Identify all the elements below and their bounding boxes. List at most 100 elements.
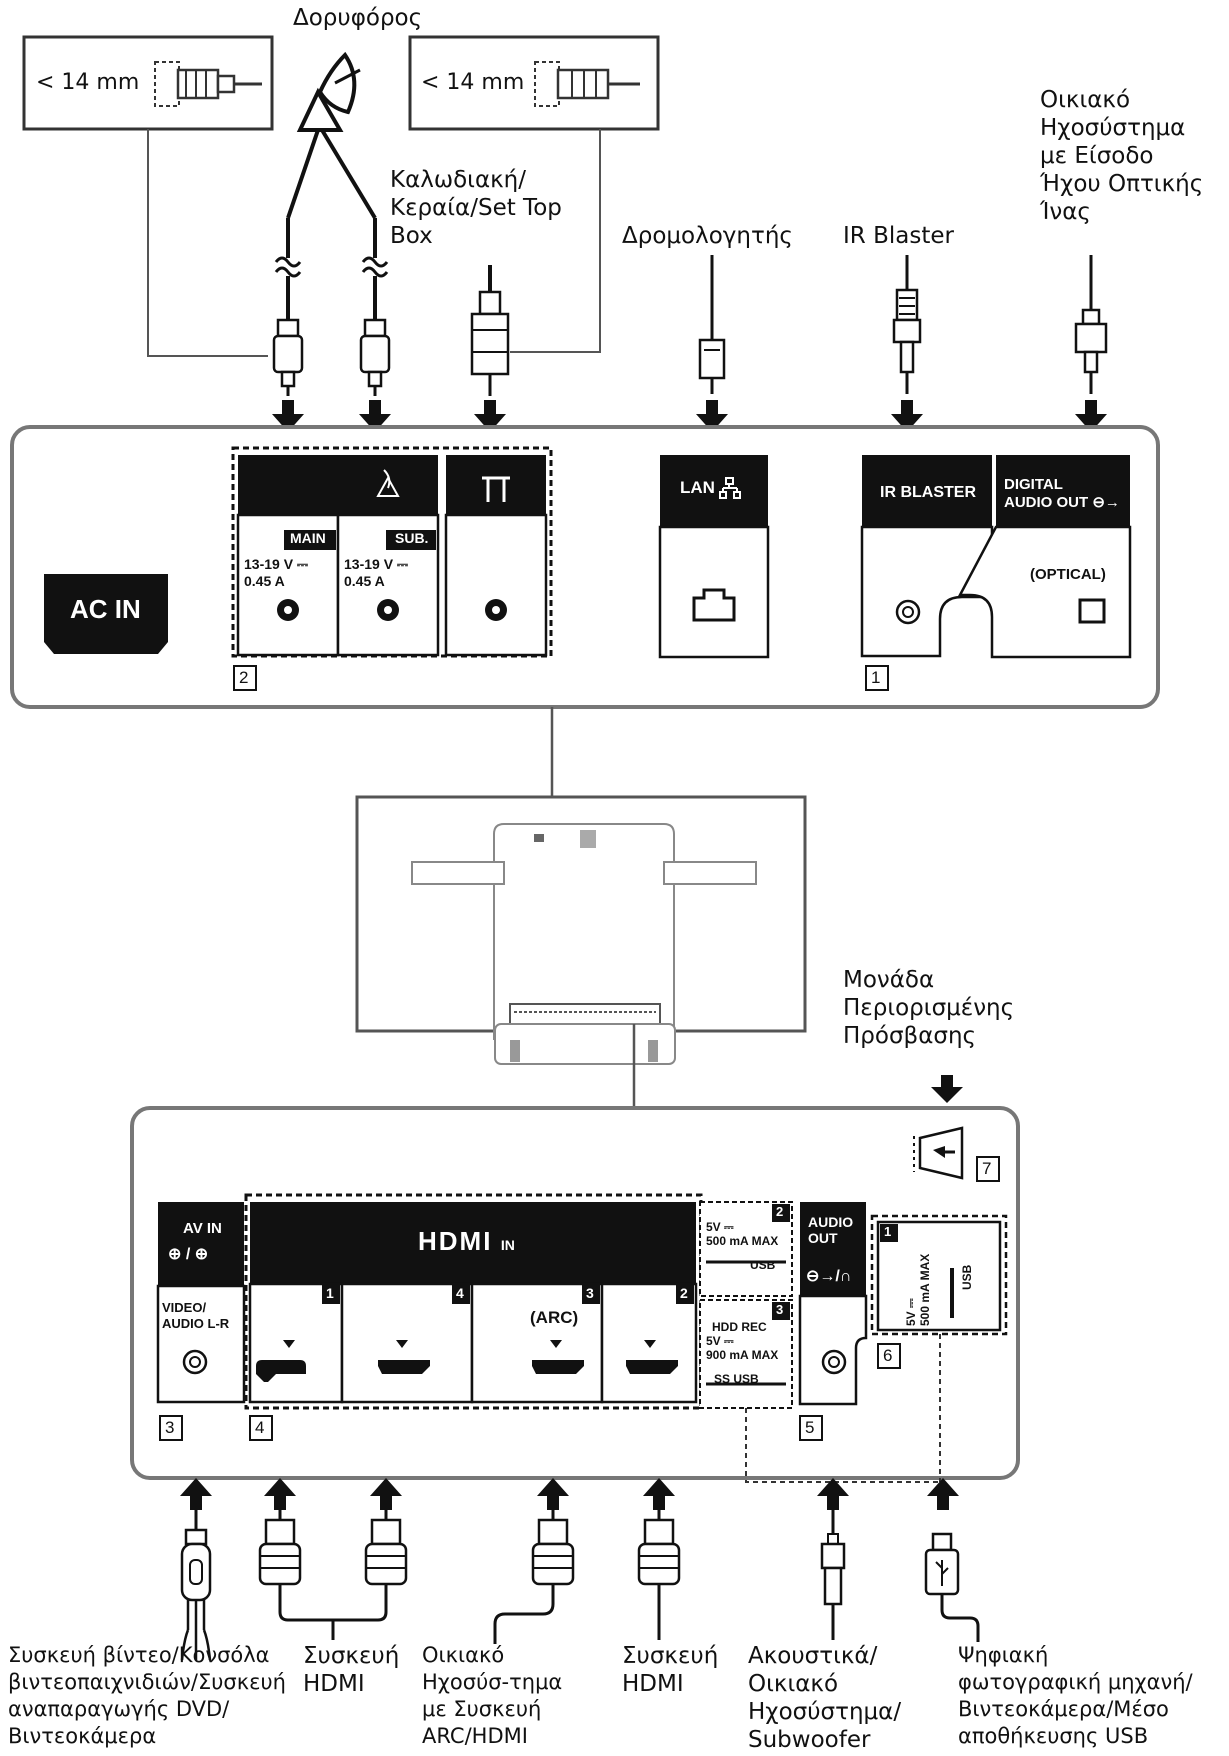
video-device-label: Συσκευή βίντεο/Κονσόλα βιντεοπαιχνιδιών/… <box>8 1642 286 1750</box>
hdmi-number-1: 1 <box>326 1285 334 1301</box>
arc-label: (ARC) <box>530 1308 579 1327</box>
usb3-text: HDD REC 5V ⎓ 900 mA MAX SS USB <box>706 1320 778 1386</box>
audio-out-icons: ⊖→/∩ <box>806 1268 852 1285</box>
usb1-text: 5V ⎓ 500 mA MAX <box>904 1254 932 1326</box>
video-audio-label: VIDEO/ AUDIO L-R <box>162 1300 229 1332</box>
bottom-arrows <box>180 1478 959 1510</box>
lan-cable <box>698 255 726 394</box>
length-box-left-text: < 14 mm <box>36 70 140 95</box>
callout-4: 4 <box>255 1418 265 1437</box>
headphones-line: Ακουστικά/ <box>748 1643 878 1669</box>
callout-6: 6 <box>883 1346 893 1365</box>
top-arrows <box>272 400 1107 432</box>
callout-3: 3 <box>165 1418 175 1437</box>
satellite-cable-main <box>272 218 304 396</box>
main-label: MAIN <box>290 530 326 546</box>
length-box-left <box>22 35 274 131</box>
hdmi-port-4 <box>378 1340 430 1374</box>
lan-label: LAN <box>680 478 715 497</box>
antenna-cable-connector <box>470 265 510 396</box>
av-cable <box>180 1510 212 1661</box>
arc-device-line: Ηχοσύσ-τημα <box>422 1670 563 1694</box>
av-in-label: AV IN <box>183 1220 222 1237</box>
av-in-port <box>156 1202 246 1404</box>
hdmi-device-right-line: HDMI <box>622 1671 684 1697</box>
main-power-line: 0.45 A <box>244 573 285 589</box>
usb1-usb-text: USB <box>960 1264 974 1290</box>
callout-5-box <box>799 1415 823 1441</box>
usb3-line: 900 mA MAX <box>706 1348 779 1362</box>
home-audio-optical-line: Ηχοσύστημα <box>1040 115 1186 141</box>
satellite-dish-icon <box>286 51 377 220</box>
hdmi-cable-1 <box>258 1510 302 1612</box>
callout-3-box <box>159 1415 183 1441</box>
usb2-line: 500 mA MAX <box>706 1234 779 1248</box>
video-audio-line: VIDEO/ <box>162 1300 207 1315</box>
hdmi-device-left-label: Συσκευή HDMI <box>303 1642 399 1698</box>
hdmi-device-left-line: Συσκευή <box>303 1643 400 1669</box>
usb2-line: 5V ⎓ <box>706 1220 734 1234</box>
sub-label: SUB. <box>395 530 429 546</box>
video-device-line: Βιντεοκάμερα <box>8 1724 157 1748</box>
hdmi-number-3: 3 <box>586 1285 594 1301</box>
hdmi-cable-2 <box>637 1510 681 1640</box>
satellite-label: Δορυφόρος <box>293 5 423 31</box>
hdmi-number-2: 2 <box>680 1285 688 1301</box>
router-label: Δρομολογητής <box>622 223 793 249</box>
usb-device-label: Ψηφιακή φωτογραφική μηχανή/ Βιντεοκάμερα… <box>958 1642 1193 1750</box>
home-audio-optical-label: Οικιακό Ηχοσύστημα με Είσοδο Ήχου Οπτική… <box>1040 86 1203 226</box>
callout-7-box <box>976 1156 1000 1182</box>
usb1-line: 500 mA MAX <box>918 1253 932 1326</box>
home-audio-optical-line: Ίνας <box>1040 199 1091 225</box>
main-power-line: 13-19 V ⎓ <box>244 556 309 572</box>
hdmi-logo-text: HDMI <box>418 1226 493 1256</box>
cable-label-line: Box <box>390 223 433 249</box>
usb1-line: 5V ⎓ <box>904 1298 918 1326</box>
usb3-number: 3 <box>776 1302 784 1317</box>
hdmi-number-4: 4 <box>456 1285 464 1301</box>
cam-label-line: Περιορισμένης <box>843 995 1015 1021</box>
optical-label: (OPTICAL) <box>1030 566 1106 583</box>
usb1-number: 1 <box>884 1224 892 1239</box>
usb2-text: 5V ⎓ 500 mA MAX USB <box>706 1220 778 1272</box>
cam-label-line: Πρόσβασης <box>843 1023 977 1049</box>
hdmi-device-right-line: Συσκευή <box>622 1643 719 1669</box>
usb3-line: HDD REC <box>712 1320 767 1334</box>
satellite-port-group <box>231 446 553 658</box>
hdmi-in-text: IN <box>500 1237 515 1253</box>
length-box-right-text: < 14 mm <box>421 70 525 95</box>
sub-power-text: 13-19 V ⎓ 0.45 A <box>344 556 408 590</box>
home-audio-optical-line: Ήχου Οπτικής <box>1040 171 1204 197</box>
headphones-label: Ακουστικά/ Οικιακό Ηχοσύστημα/ Subwoofer <box>748 1642 901 1754</box>
hdmi-port-2 <box>626 1340 678 1374</box>
ir-blaster-cable <box>892 255 922 394</box>
usb-port-1 <box>870 1214 1008 1336</box>
digital-audio-out-line: DIGITAL <box>1004 476 1063 493</box>
video-device-line: Συσκευή βίντεο/Κονσόλα <box>8 1643 270 1667</box>
cam-label-line: Μονάδα <box>843 967 935 993</box>
usb2-number: 2 <box>776 1204 784 1219</box>
callout-7: 7 <box>982 1159 992 1178</box>
headphones-line: Ηχοσύστημα/ <box>748 1699 902 1725</box>
digital-audio-out-label: DIGITAL AUDIO OUT ⊖→ <box>1004 476 1120 512</box>
hdmi-port-group <box>244 1193 703 1410</box>
hdmi-port-3-arc <box>532 1340 584 1374</box>
usb2-line: USB <box>750 1258 776 1272</box>
callout-4-box <box>249 1415 273 1441</box>
sub-power-line: 13-19 V ⎓ <box>344 556 409 572</box>
video-audio-line: AUDIO L-R <box>162 1316 230 1331</box>
callout-6-box <box>877 1343 901 1369</box>
callout-2-box <box>233 665 257 691</box>
usb-device-line: Ψηφιακή <box>958 1643 1049 1667</box>
arc-device-label: Οικιακό Ηχοσύσ-τημα με Συσκευή ARC/HDMI <box>422 1642 562 1750</box>
usb3-line: SS USB <box>714 1372 759 1386</box>
video-device-line: αναπαραγωγής DVD/ <box>8 1697 230 1721</box>
headphones-line: Subwoofer <box>748 1727 871 1753</box>
audio-out-label: AUDIO OUT <box>808 1214 853 1246</box>
audio-out-line: AUDIO <box>808 1214 854 1230</box>
ac-in-label: AC IN <box>70 594 141 624</box>
tv-back-illustration <box>355 795 807 1065</box>
main-power-text: 13-19 V ⎓ 0.45 A <box>244 556 308 590</box>
headphone-cable <box>820 1510 846 1640</box>
cam-label: Μονάδα Περιορισμένης Πρόσβασης <box>843 966 1014 1050</box>
